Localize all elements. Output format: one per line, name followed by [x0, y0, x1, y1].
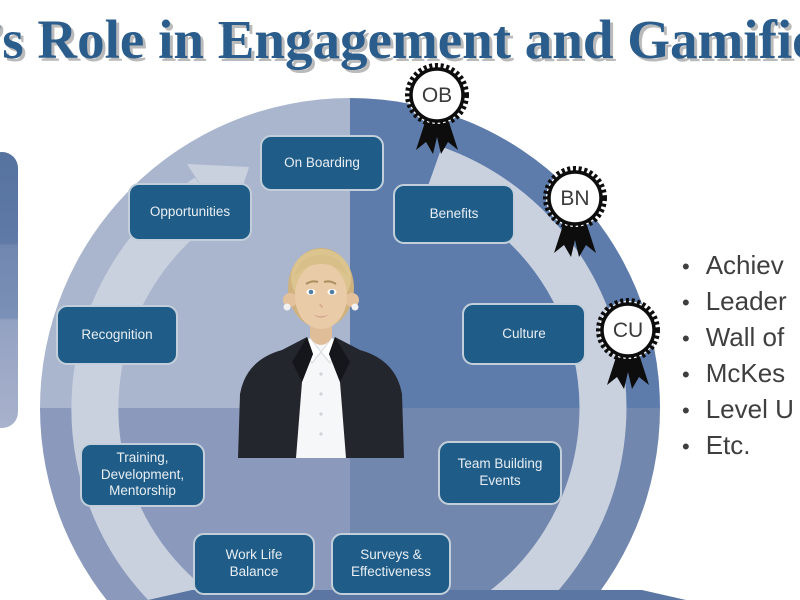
badge-bn[interactable]: BN [537, 163, 613, 268]
node-benefits[interactable]: Benefits [393, 184, 515, 244]
node-surveys-effectiveness[interactable]: Surveys & Effectiveness [331, 533, 451, 595]
bullet-icon: • [682, 254, 690, 279]
gamification-bullet-list: •Achiev •Leader •Wall of •McKes •Level U… [682, 248, 794, 464]
bullet-icon: • [682, 290, 690, 315]
bullet-icon: • [682, 398, 690, 423]
avatar-face [295, 263, 347, 329]
earbud-icon [283, 303, 291, 311]
list-item: •Leader [682, 284, 794, 320]
left-edge-shape [0, 152, 18, 428]
ribbon-icon [433, 116, 458, 154]
ribbon-icon [624, 351, 649, 389]
badge-label: BN [560, 187, 589, 210]
node-on-boarding[interactable]: On Boarding [260, 135, 384, 191]
badge-cu[interactable]: CU [590, 295, 666, 400]
node-recognition[interactable]: Recognition [56, 305, 178, 365]
list-item: •Level U [682, 392, 794, 428]
node-culture[interactable]: Culture [462, 303, 586, 365]
bullet-icon: • [682, 434, 690, 459]
businesswoman-avatar [238, 248, 404, 458]
list-item: •Etc. [682, 428, 794, 464]
bullet-icon: • [682, 362, 690, 387]
badge-ob[interactable]: OB [399, 60, 475, 165]
bullet-icon: • [682, 326, 690, 351]
badge-label: OB [422, 84, 452, 107]
slide-title: ’s Role in Engagement and Gamificati [0, 9, 800, 70]
ribbon-icon [571, 219, 596, 257]
node-work-life-balance[interactable]: Work Life Balance [193, 533, 315, 595]
badge-label: CU [613, 319, 643, 342]
earbud-icon [351, 303, 359, 311]
node-training-development-mentorship[interactable]: Training, Development, Mentorship [80, 443, 205, 507]
list-item: •Achiev [682, 248, 794, 284]
list-item: •Wall of [682, 320, 794, 356]
avatar-jacket [238, 337, 313, 458]
node-team-building-events[interactable]: Team Building Events [438, 441, 562, 505]
list-item: •McKes [682, 356, 794, 392]
node-opportunities[interactable]: Opportunities [128, 183, 252, 241]
